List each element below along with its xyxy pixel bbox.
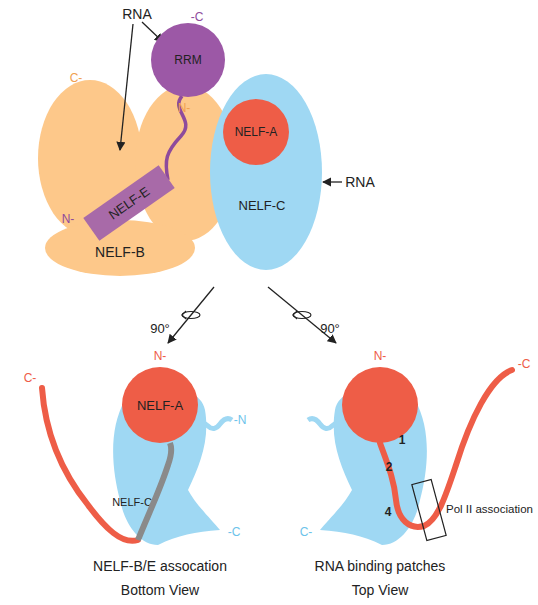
node-outline [414, 476, 444, 544]
angle-label: 90° [150, 322, 170, 335]
caption: Top View [352, 583, 409, 597]
terminus-label: C- [24, 372, 37, 384]
terminus-label: -C [228, 526, 241, 538]
terminus-label: N- [154, 350, 167, 362]
nelf-c-oval: NELF-C NELF-A [210, 74, 322, 270]
node-fill [122, 367, 198, 443]
terminus-label: -N [234, 414, 247, 426]
node-label: NELF-B [95, 245, 145, 259]
node-fill [223, 99, 289, 165]
nelf-a-circle: NELF-A [223, 99, 289, 165]
nelf-a-circle: NELF-A [122, 367, 198, 443]
nelf-a-circle [342, 367, 418, 443]
node-outline-rect [412, 479, 446, 540]
node-label: NELF-A [137, 399, 183, 412]
node-fill [151, 23, 225, 97]
terminus-label: N- [62, 213, 75, 225]
terminus-label: C- [70, 72, 83, 84]
node-label: NELF-C [239, 199, 286, 212]
pointer-arrow [120, 24, 133, 150]
rotation-symbol [293, 311, 297, 319]
caption: NELF-B/E assocation [93, 559, 227, 573]
node-fill [45, 220, 195, 276]
callout-number: 2 [386, 461, 393, 473]
terminus-label: -C [518, 358, 531, 370]
rotation-symbol [293, 312, 311, 319]
node-label: Pol II association [446, 504, 533, 516]
angle-label: 90° [320, 322, 340, 335]
terminus-label: N- [178, 102, 191, 114]
rna-label: RNA [122, 7, 152, 21]
node-label: RRM [174, 54, 201, 66]
view-arrow [268, 287, 336, 343]
caption: RNA binding patches [315, 559, 446, 573]
rotation-symbol [182, 311, 186, 319]
caption: Bottom View [121, 583, 199, 597]
node-fill [210, 74, 322, 270]
view-arrow [168, 287, 214, 343]
nelf-b-oval: NELF-B [45, 220, 195, 276]
rotation-symbol [182, 312, 200, 319]
terminus-label: C- [300, 526, 313, 538]
node-label: NELF-C [112, 497, 152, 508]
terminal-tail [308, 419, 344, 429]
callout-number: 4 [385, 506, 392, 518]
pointer-arrow [323, 181, 342, 182]
rrm-domain: RRM [151, 23, 225, 97]
node-fill [113, 386, 220, 545]
callout-number: 1 [399, 434, 406, 446]
terminus-label: -C [191, 11, 204, 23]
node-label: NELF-A [235, 126, 278, 138]
terminus-label: N- [374, 350, 387, 362]
rna-label: RNA [345, 175, 375, 189]
pol-ii-box: Pol II association [414, 476, 444, 544]
